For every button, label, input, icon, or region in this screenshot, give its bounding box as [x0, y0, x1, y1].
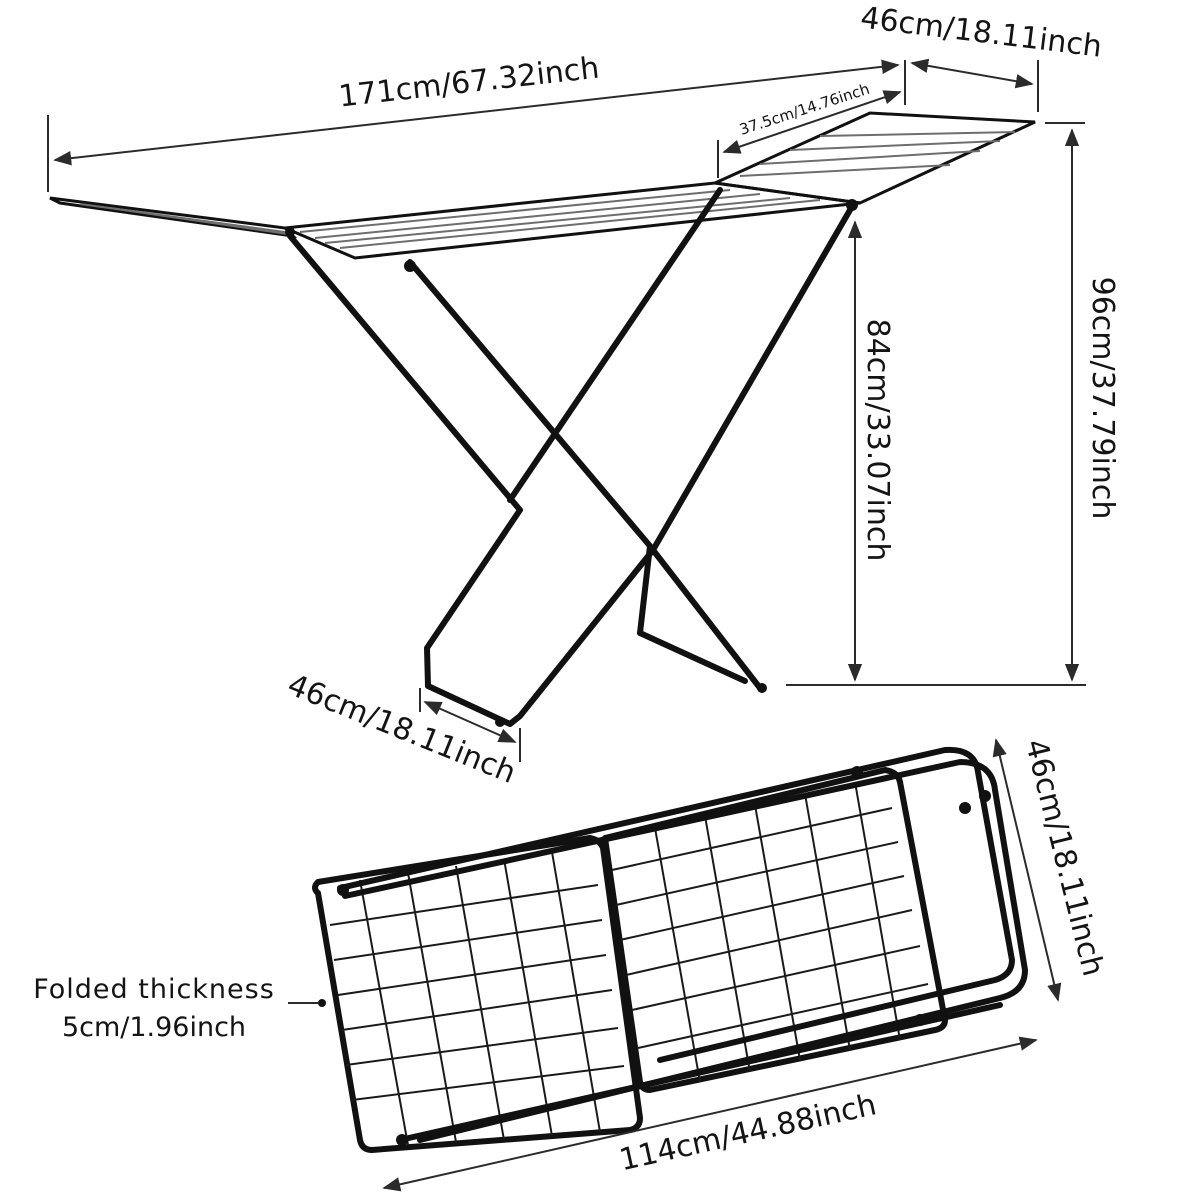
overall-length-label: 171cm/67.32inch [337, 51, 601, 115]
folded-thickness-line2: 5cm/1.96inch [62, 1012, 246, 1043]
wing-width-label: 46cm/18.11inch [859, 0, 1104, 64]
dim-wing-width: 46cm/18.11inch [859, 0, 1104, 112]
folded-thickness-callout: Folded thickness 5cm/1.96inch [33, 974, 326, 1043]
dim-total-height: 96cm/37.79inch [1045, 122, 1120, 682]
dim-rail-height: 84cm/33.07inch [786, 220, 1086, 686]
dim-inner-width: 37.5cm/14.76inch [717, 80, 902, 178]
total-height-label: 96cm/37.79inch [1085, 277, 1120, 520]
rail-height-label: 84cm/33.07inch [860, 319, 895, 562]
folded-rack [312, 746, 1028, 1153]
dim-folded-length: 114cm/44.88inch [382, 1036, 1038, 1192]
folded-width-label: 46cm/18.11inch [1018, 736, 1111, 980]
folded-length-label: 114cm/44.88inch [616, 1087, 879, 1178]
dim-base-width: 46cm/18.11inch [282, 667, 521, 791]
folded-thickness-line1: Folded thickness [33, 974, 275, 1005]
